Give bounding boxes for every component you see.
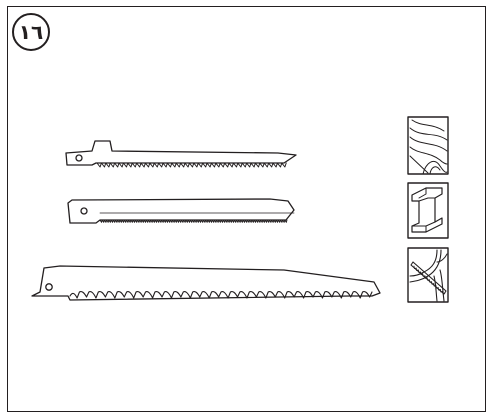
figure-frame	[7, 6, 486, 412]
branch-pruning-icon	[407, 247, 449, 303]
pruning-blade-mount-hole	[45, 283, 53, 291]
wood-blade-mount-hole	[75, 154, 83, 162]
step-number-badge: ١٦	[12, 13, 50, 51]
pruning-blade	[31, 265, 381, 301]
wood-blade	[65, 140, 297, 168]
step-number: ١٦	[18, 20, 44, 44]
wood-icon	[407, 116, 449, 175]
metal-blade	[67, 198, 295, 224]
metal-blade-mount-hole	[80, 207, 88, 215]
metal-i-beam-icon	[407, 182, 449, 239]
